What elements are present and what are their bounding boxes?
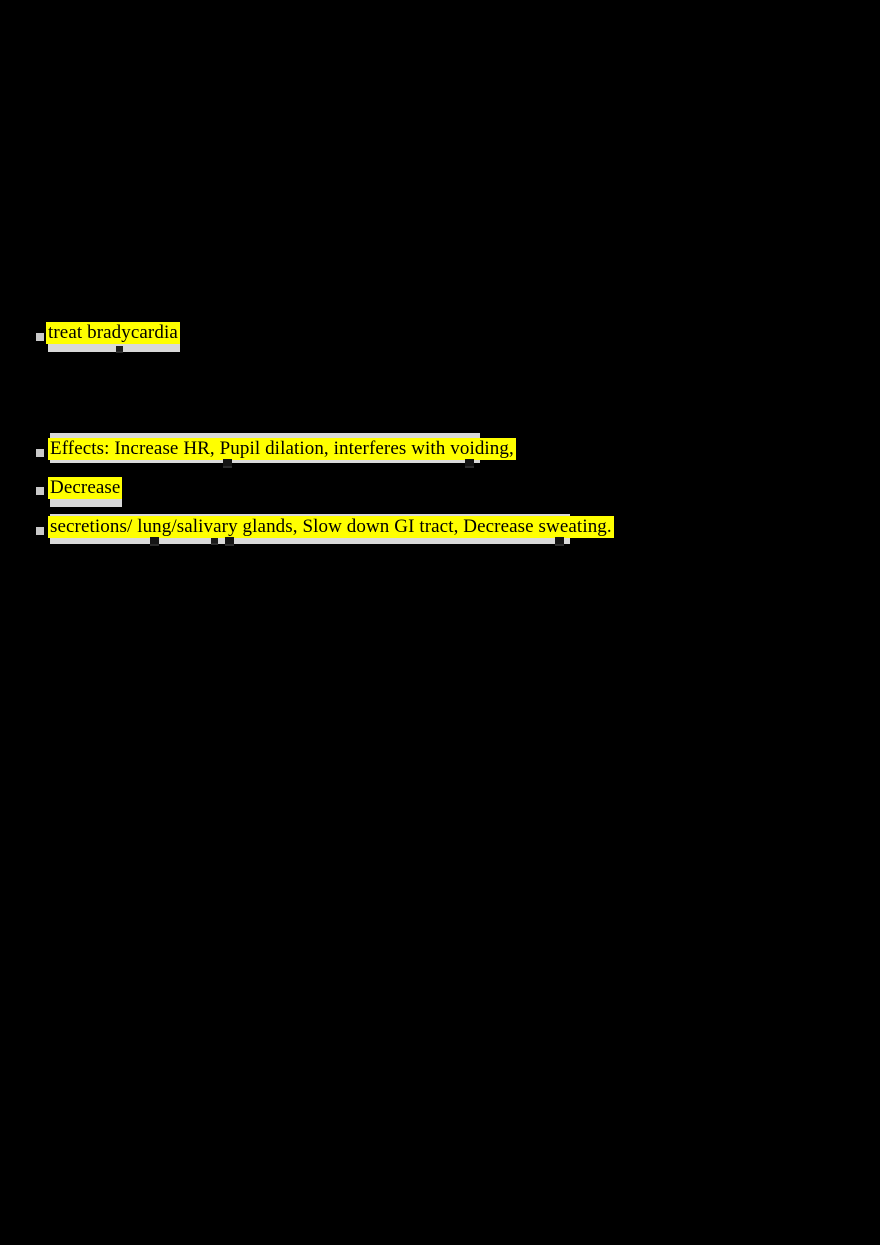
spellcheck-mark-voiding: [465, 459, 474, 468]
spellcheck-mark-secretions: [150, 537, 159, 546]
spellcheck-mark-bradycardia: [116, 346, 123, 353]
highlighted-text-secretions: secretions/ lung/salivary glands, Slow d…: [48, 516, 614, 538]
spellcheck-mark-sweating: [555, 537, 564, 546]
margin-change-marker: [36, 487, 44, 495]
highlighted-text-effects: Effects: Increase HR, Pupil dilation, in…: [48, 438, 516, 460]
text-line-secretions: secretions/ lung/salivary glands, Slow d…: [48, 516, 614, 538]
margin-change-marker: [36, 449, 44, 457]
text-line-decrease: Decrease: [48, 477, 123, 499]
text-line-treat-bradycardia: treat bradycardia: [46, 322, 180, 344]
spellcheck-mark-pupil: [223, 459, 232, 468]
text-line-effects: Effects: Increase HR, Pupil dilation, in…: [48, 438, 516, 460]
highlighted-text-treat-bradycardia: treat bradycardia: [46, 322, 180, 344]
spellcheck-mark-salivary: [225, 537, 234, 546]
margin-change-marker: [36, 527, 44, 535]
margin-change-marker: [36, 333, 44, 341]
spellcheck-mark-lung: [211, 538, 218, 545]
highlighted-text-decrease: Decrease: [48, 477, 123, 499]
